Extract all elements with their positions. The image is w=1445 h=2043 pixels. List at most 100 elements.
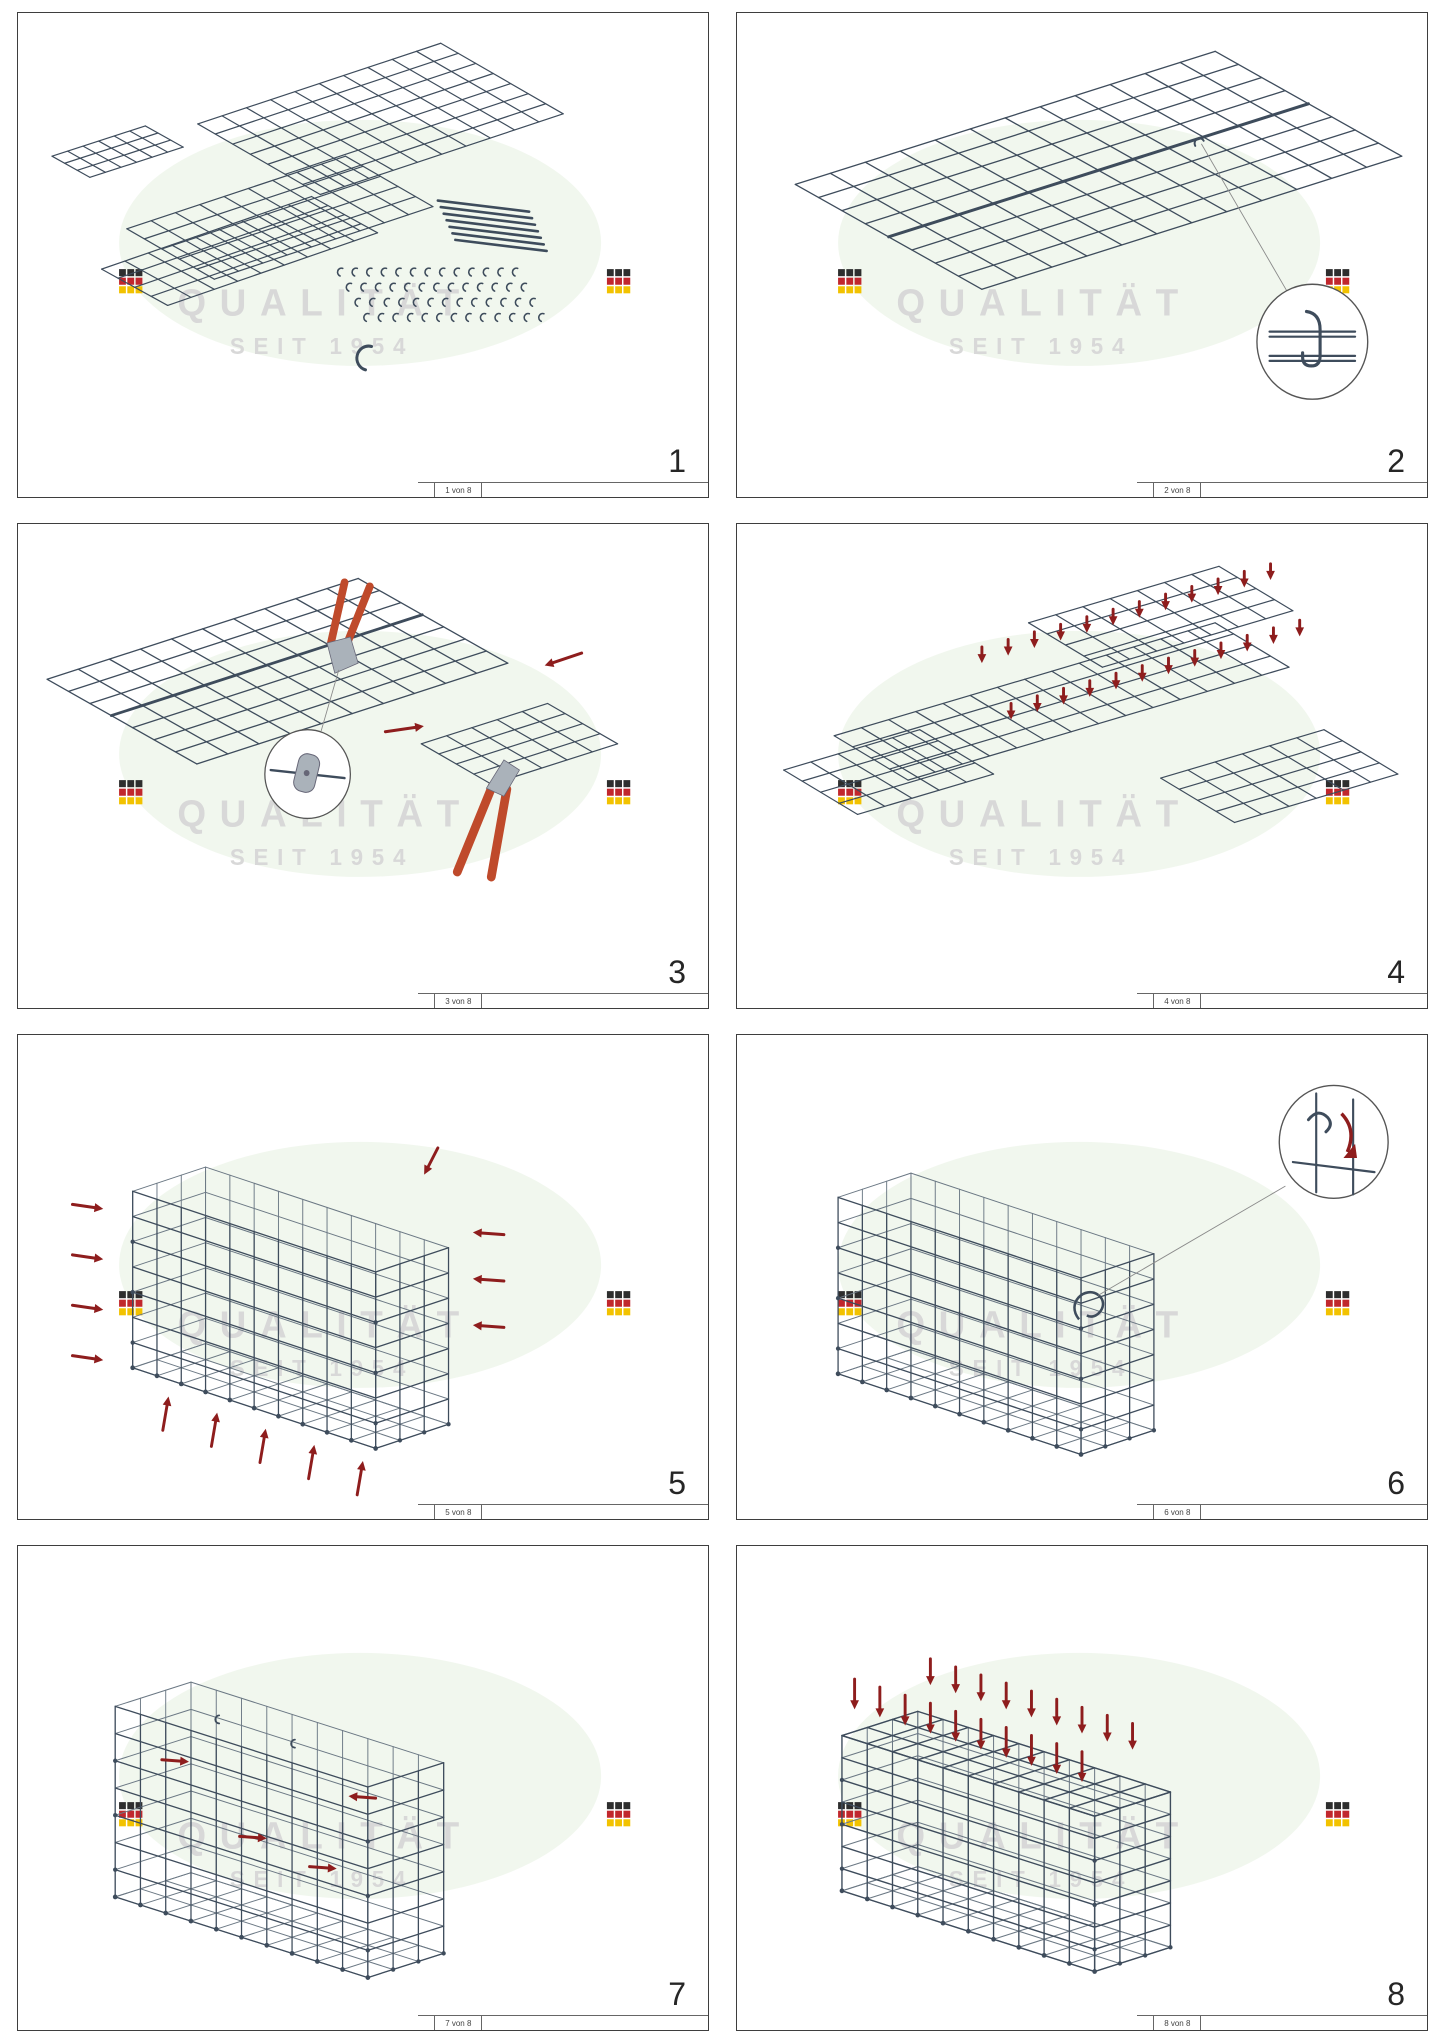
red-arrow	[161, 1396, 172, 1432]
c-clip-icon	[537, 312, 545, 323]
red-arrow	[1164, 656, 1173, 675]
red-arrow	[472, 1228, 506, 1238]
c-clip-icon	[290, 1738, 296, 1749]
pixel-flag-logo	[119, 780, 143, 805]
red-arrow	[70, 1253, 104, 1263]
illustration	[112, 1681, 446, 1980]
c-clip-icon	[453, 267, 461, 277]
watermark-ellipse	[119, 119, 602, 366]
illustration	[794, 50, 1403, 400]
step-number: 5	[668, 1465, 686, 1501]
watermark-subtitle: SEIT 1954	[949, 1354, 1133, 1380]
c-clip-icon	[476, 282, 484, 292]
c-clip-icon	[392, 312, 399, 323]
red-arrow	[1056, 622, 1065, 641]
red-arrow	[1077, 1705, 1087, 1734]
c-clip-icon	[447, 282, 455, 292]
red-arrow	[1242, 633, 1252, 652]
c-clip-icon	[523, 312, 531, 323]
c-clip-icon	[470, 297, 478, 308]
step-number: 7	[668, 1976, 686, 2012]
illustration	[46, 577, 619, 882]
pixel-flag-logo	[1325, 1291, 1350, 1316]
c-clip-icon	[374, 282, 382, 292]
red-arrow	[160, 1756, 189, 1766]
c-clip-icon	[462, 282, 469, 292]
red-arrow	[1082, 615, 1092, 633]
c-clip-icon	[336, 267, 344, 277]
sheet-count-label: 6 von 8	[1153, 1505, 1202, 1519]
red-arrow	[951, 1665, 961, 1694]
sheet-count-label: 8 von 8	[1153, 2016, 1202, 2030]
sheet-count-label: 2 von 8	[1153, 483, 1202, 497]
c-clip-icon	[438, 267, 446, 277]
title-block: 4 von 8	[1137, 993, 1427, 1008]
red-arrow	[238, 1833, 267, 1843]
c-clip-icon	[418, 282, 426, 292]
c-clip-icon	[482, 267, 490, 277]
step-number: 6	[1387, 1465, 1405, 1501]
red-arrow	[900, 1693, 910, 1726]
watermark-ellipse	[838, 1141, 1321, 1388]
red-arrow	[1001, 1725, 1011, 1758]
step-number: 8	[1387, 1976, 1405, 2012]
c-clip-icon	[505, 282, 513, 292]
red-arrow	[70, 1202, 104, 1213]
c-clip-icon	[508, 312, 516, 323]
sheet-count-label: 5 von 8	[434, 1505, 483, 1519]
c-clip-icon	[214, 1714, 221, 1725]
c-clip-icon	[380, 267, 388, 277]
red-arrow	[307, 1444, 318, 1481]
red-arrow	[850, 1677, 859, 1710]
red-arrow	[1032, 694, 1042, 713]
red-arrow	[1052, 1697, 1062, 1726]
c-clip-icon	[427, 297, 434, 308]
title-block: 5 von 8	[418, 1504, 708, 1519]
c-clip-icon	[465, 312, 472, 323]
c-clip-icon	[365, 267, 373, 277]
pliers-head-icon	[326, 636, 359, 674]
c-clip-icon	[351, 267, 359, 277]
pixel-flag-logo	[838, 269, 862, 294]
c-clip-icon	[497, 267, 504, 277]
c-clip-icon	[1193, 137, 1205, 147]
red-arrow	[976, 1717, 986, 1750]
c-clip-icon	[383, 297, 391, 308]
c-clip-icon	[467, 267, 475, 277]
illustration	[51, 42, 564, 372]
pixel-flag-logo	[606, 1291, 631, 1316]
red-arrow	[951, 1709, 961, 1742]
c-clip-icon	[389, 282, 397, 292]
watermark-title: QUALITÄT	[896, 281, 1191, 324]
red-arrow	[1239, 569, 1249, 588]
red-arrow	[472, 1321, 506, 1331]
red-arrow	[70, 1354, 104, 1364]
c-clip-icon	[421, 312, 429, 323]
c-clip-icon	[1306, 1111, 1332, 1134]
pixel-flag-logo	[606, 780, 631, 805]
red-arrow	[1030, 630, 1039, 649]
watermark-ellipse	[119, 630, 602, 877]
red-arrow	[1111, 671, 1121, 690]
c-clip-icon	[412, 297, 420, 308]
c-clip-icon	[514, 297, 522, 308]
pixel-flag-logo	[606, 1802, 631, 1827]
red-arrow	[348, 1792, 378, 1802]
illustration	[835, 1084, 1389, 1457]
c-clip-icon	[368, 297, 376, 308]
title-block: 3 von 8	[418, 993, 708, 1008]
watermark-title: QUALITÄT	[177, 1303, 472, 1346]
pixel-flag-logo	[1325, 1802, 1350, 1827]
watermark-title: QUALITÄT	[177, 281, 472, 324]
c-clip-icon	[491, 282, 499, 292]
